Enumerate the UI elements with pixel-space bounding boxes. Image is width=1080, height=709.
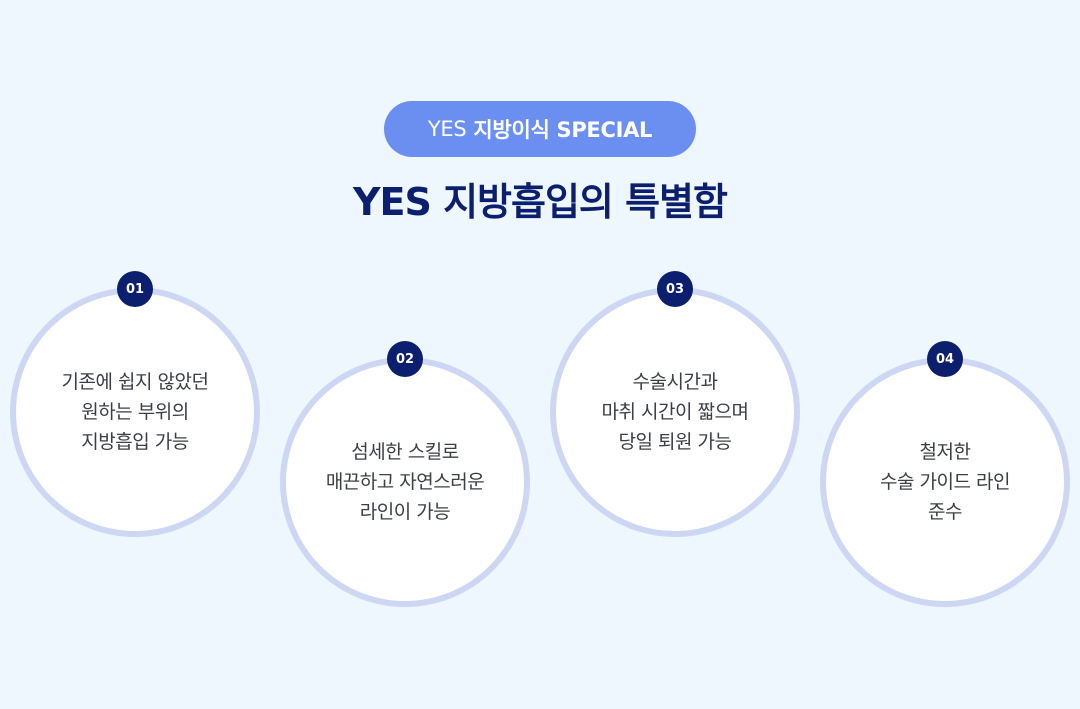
section-label-text: 지방이식 SPECIAL bbox=[473, 118, 653, 142]
feature-card-2: 02 섬세한 스킬로 매끈하고 자연스러운 라인이 가능 bbox=[280, 341, 530, 607]
step-number-badge: 04 bbox=[927, 341, 963, 377]
feature-description: 기존에 쉽지 않았던 원하는 부위의 지방흡입 가능 bbox=[62, 367, 209, 457]
step-number-badge: 02 bbox=[387, 341, 423, 377]
section-label-pill: YES 지방이식 SPECIAL bbox=[384, 101, 696, 157]
step-number-badge: 01 bbox=[117, 271, 153, 307]
feature-line: 라인이 가능 bbox=[359, 501, 451, 523]
feature-line: 마취 시간이 짧으며 bbox=[601, 401, 749, 423]
section-label-prefix: YES bbox=[427, 117, 467, 141]
feature-card-1: 01 기존에 쉽지 않았던 원하는 부위의 지방흡입 가능 bbox=[10, 271, 260, 537]
feature-line: 철저한 bbox=[919, 441, 971, 463]
feature-line: 준수 bbox=[928, 501, 962, 523]
feature-line: 섬세한 스킬로 bbox=[351, 441, 459, 463]
feature-line: 원하는 부위의 bbox=[81, 401, 189, 423]
feature-line: 수술 가이드 라인 bbox=[880, 471, 1010, 493]
feature-line: 기존에 쉽지 않았던 bbox=[61, 371, 209, 393]
feature-line: 지방흡입 가능 bbox=[81, 431, 189, 453]
feature-description: 철저한 수술 가이드 라인 준수 bbox=[880, 437, 1010, 527]
feature-line: 당일 퇴원 가능 bbox=[618, 431, 732, 453]
page-title: YES 지방흡입의 특별함 bbox=[353, 180, 728, 224]
feature-card-4: 04 철저한 수술 가이드 라인 준수 bbox=[820, 341, 1070, 607]
feature-description: 섬세한 스킬로 매끈하고 자연스러운 라인이 가능 bbox=[325, 437, 485, 527]
feature-line: 수술시간과 bbox=[632, 371, 718, 393]
feature-line: 매끈하고 자연스러운 bbox=[325, 471, 485, 493]
feature-description: 수술시간과 마취 시간이 짧으며 당일 퇴원 가능 bbox=[602, 367, 749, 457]
feature-card-3: 03 수술시간과 마취 시간이 짧으며 당일 퇴원 가능 bbox=[550, 271, 800, 537]
step-number-badge: 03 bbox=[657, 271, 693, 307]
